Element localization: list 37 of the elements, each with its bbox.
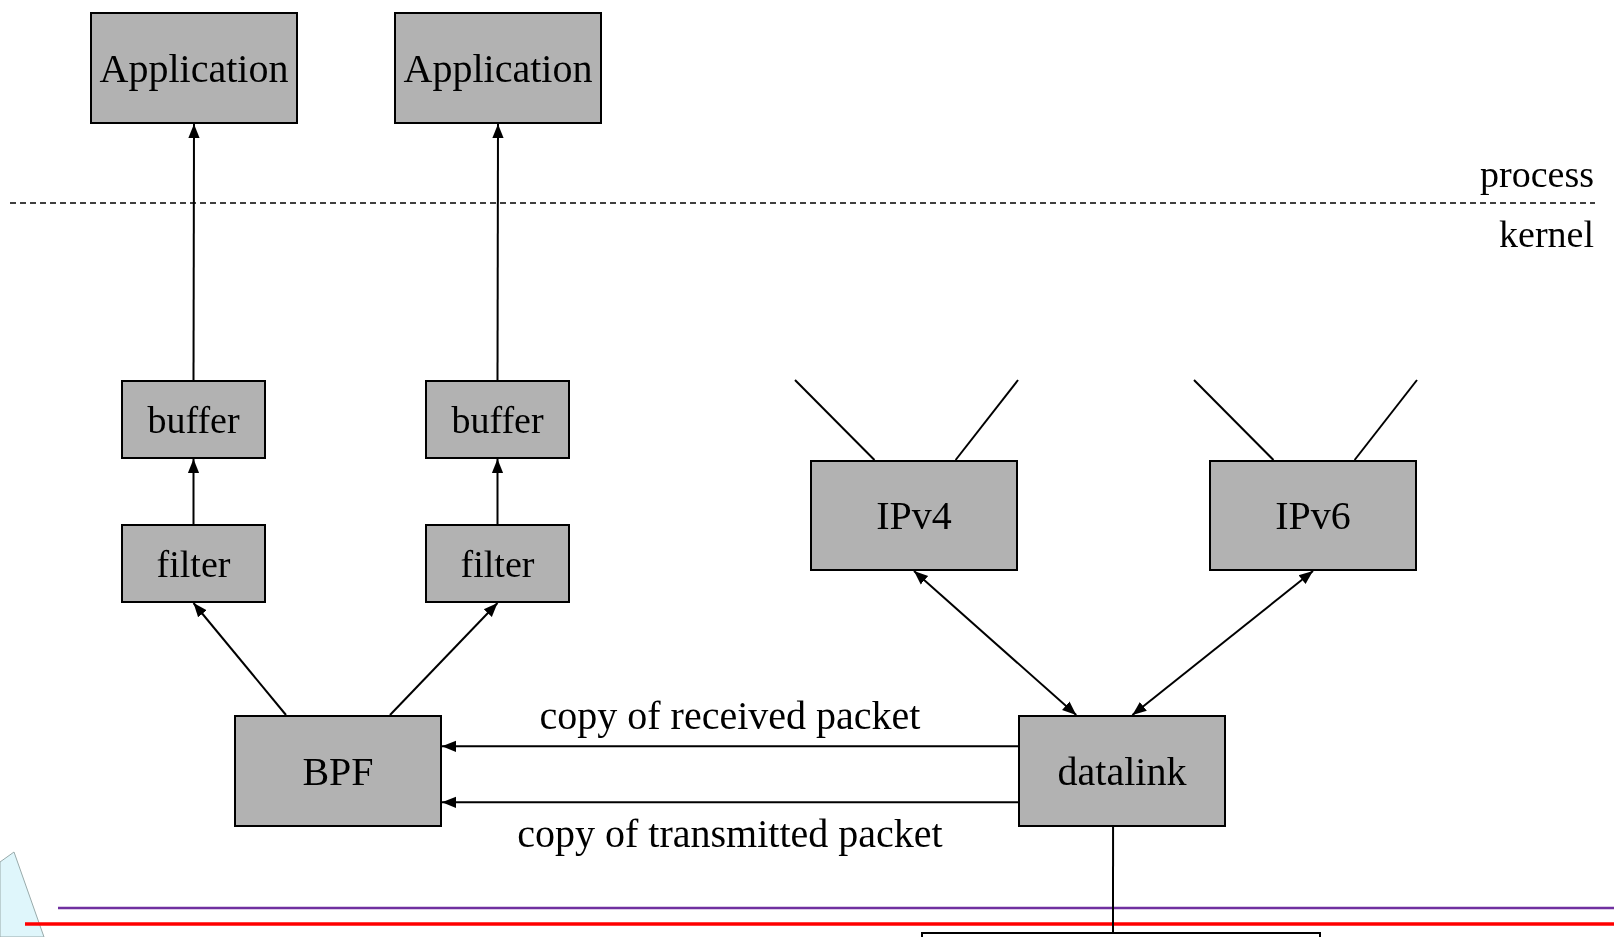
process-box [121, 380, 266, 459]
box-label: filter [460, 541, 535, 586]
arrow [188, 123, 200, 381]
box-label: filter [156, 541, 231, 586]
box-label: buffer [451, 397, 544, 442]
arrow [192, 602, 287, 716]
box-label: datalink [1057, 747, 1187, 795]
process-box [425, 524, 570, 603]
arrow [187, 458, 200, 525]
arrow [389, 602, 499, 716]
line [794, 379, 876, 461]
arrow [491, 458, 504, 525]
line [954, 379, 1019, 461]
arrow [441, 796, 1019, 808]
line [1353, 379, 1418, 461]
process-box [90, 12, 298, 124]
arrow [441, 740, 1019, 752]
process-box [121, 524, 266, 603]
process-box [234, 715, 442, 827]
layer-label: process [1480, 152, 1594, 196]
line [1193, 379, 1275, 461]
box-label: BPF [302, 747, 374, 795]
process-box [810, 460, 1018, 571]
box-label: Application [403, 44, 593, 92]
layer-label: kernel [1499, 212, 1594, 256]
arrow [913, 570, 1078, 716]
process-box [1209, 460, 1417, 571]
box-label: buffer [147, 397, 240, 442]
box-label: IPv6 [1275, 492, 1351, 539]
process-box [1018, 715, 1226, 827]
line [1112, 826, 1115, 933]
process-box [394, 12, 602, 124]
process-box [425, 380, 570, 459]
box-label: IPv4 [876, 492, 952, 539]
box-label: Application [99, 44, 289, 92]
arrow [492, 123, 504, 381]
arrow [1131, 570, 1314, 716]
